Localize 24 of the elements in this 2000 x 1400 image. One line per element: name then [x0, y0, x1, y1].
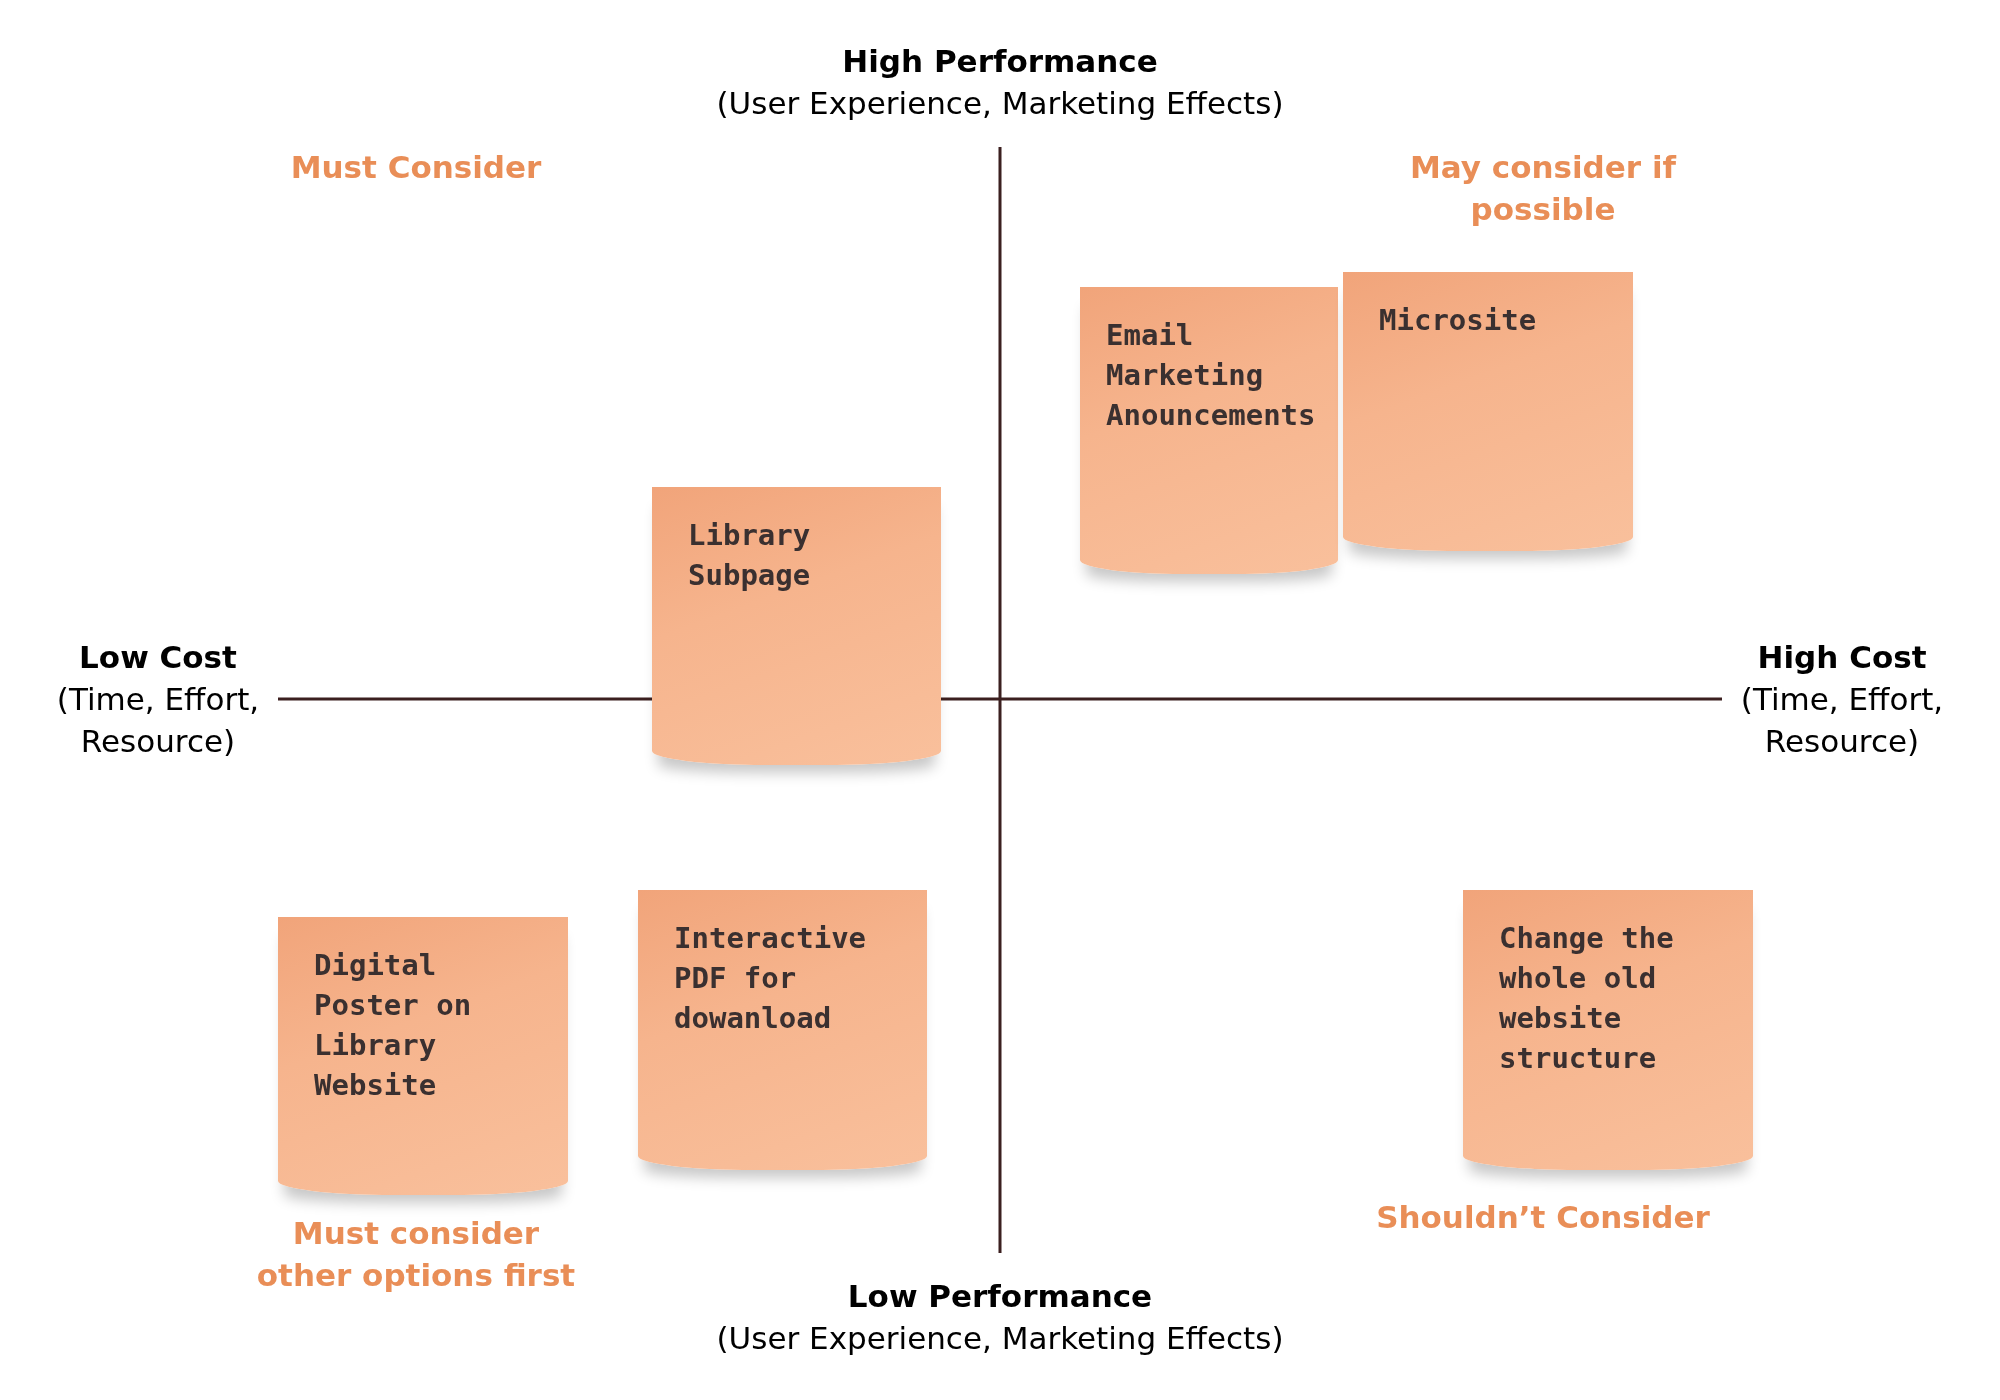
axis-sublabel: (Time, Effort, Resource) [1739, 680, 1945, 761]
sticky-note [278, 917, 568, 1195]
axis-label: High Cost [1756, 638, 1928, 677]
axis-label: High Performance [841, 42, 1159, 81]
quadrant-label: Shouldn’t Consider [1375, 1198, 1711, 1237]
sticky-note [1343, 272, 1633, 551]
axis-label: Low Cost [78, 638, 238, 677]
axis-label: Low Performance [846, 1277, 1154, 1316]
note-text: Email Marketing Anouncements [1106, 317, 1317, 434]
note-text: Microsite [1379, 302, 1538, 339]
sticky-note [638, 890, 927, 1170]
axis-sublabel: (Time, Effort, Resource) [55, 680, 261, 761]
sticky-note [652, 487, 941, 765]
quadrant-label: Must Consider [289, 148, 543, 187]
note-text: Change the whole old website structure [1499, 920, 1675, 1077]
note-text: Digital Poster on Library Website [314, 947, 473, 1104]
quadrant-label: Must consider other options first [255, 1214, 577, 1295]
axis-sublabel: (User Experience, Marketing Effects) [715, 84, 1285, 123]
sticky-note [1463, 890, 1753, 1170]
note-text: Interactive PDF for dowanload [674, 920, 868, 1037]
axis-sublabel: (User Experience, Marketing Effects) [715, 1319, 1285, 1358]
note-text: Library Subpage [688, 517, 812, 594]
sticky-note [1080, 287, 1338, 574]
quadrant-label: May consider if possible [1408, 148, 1678, 229]
